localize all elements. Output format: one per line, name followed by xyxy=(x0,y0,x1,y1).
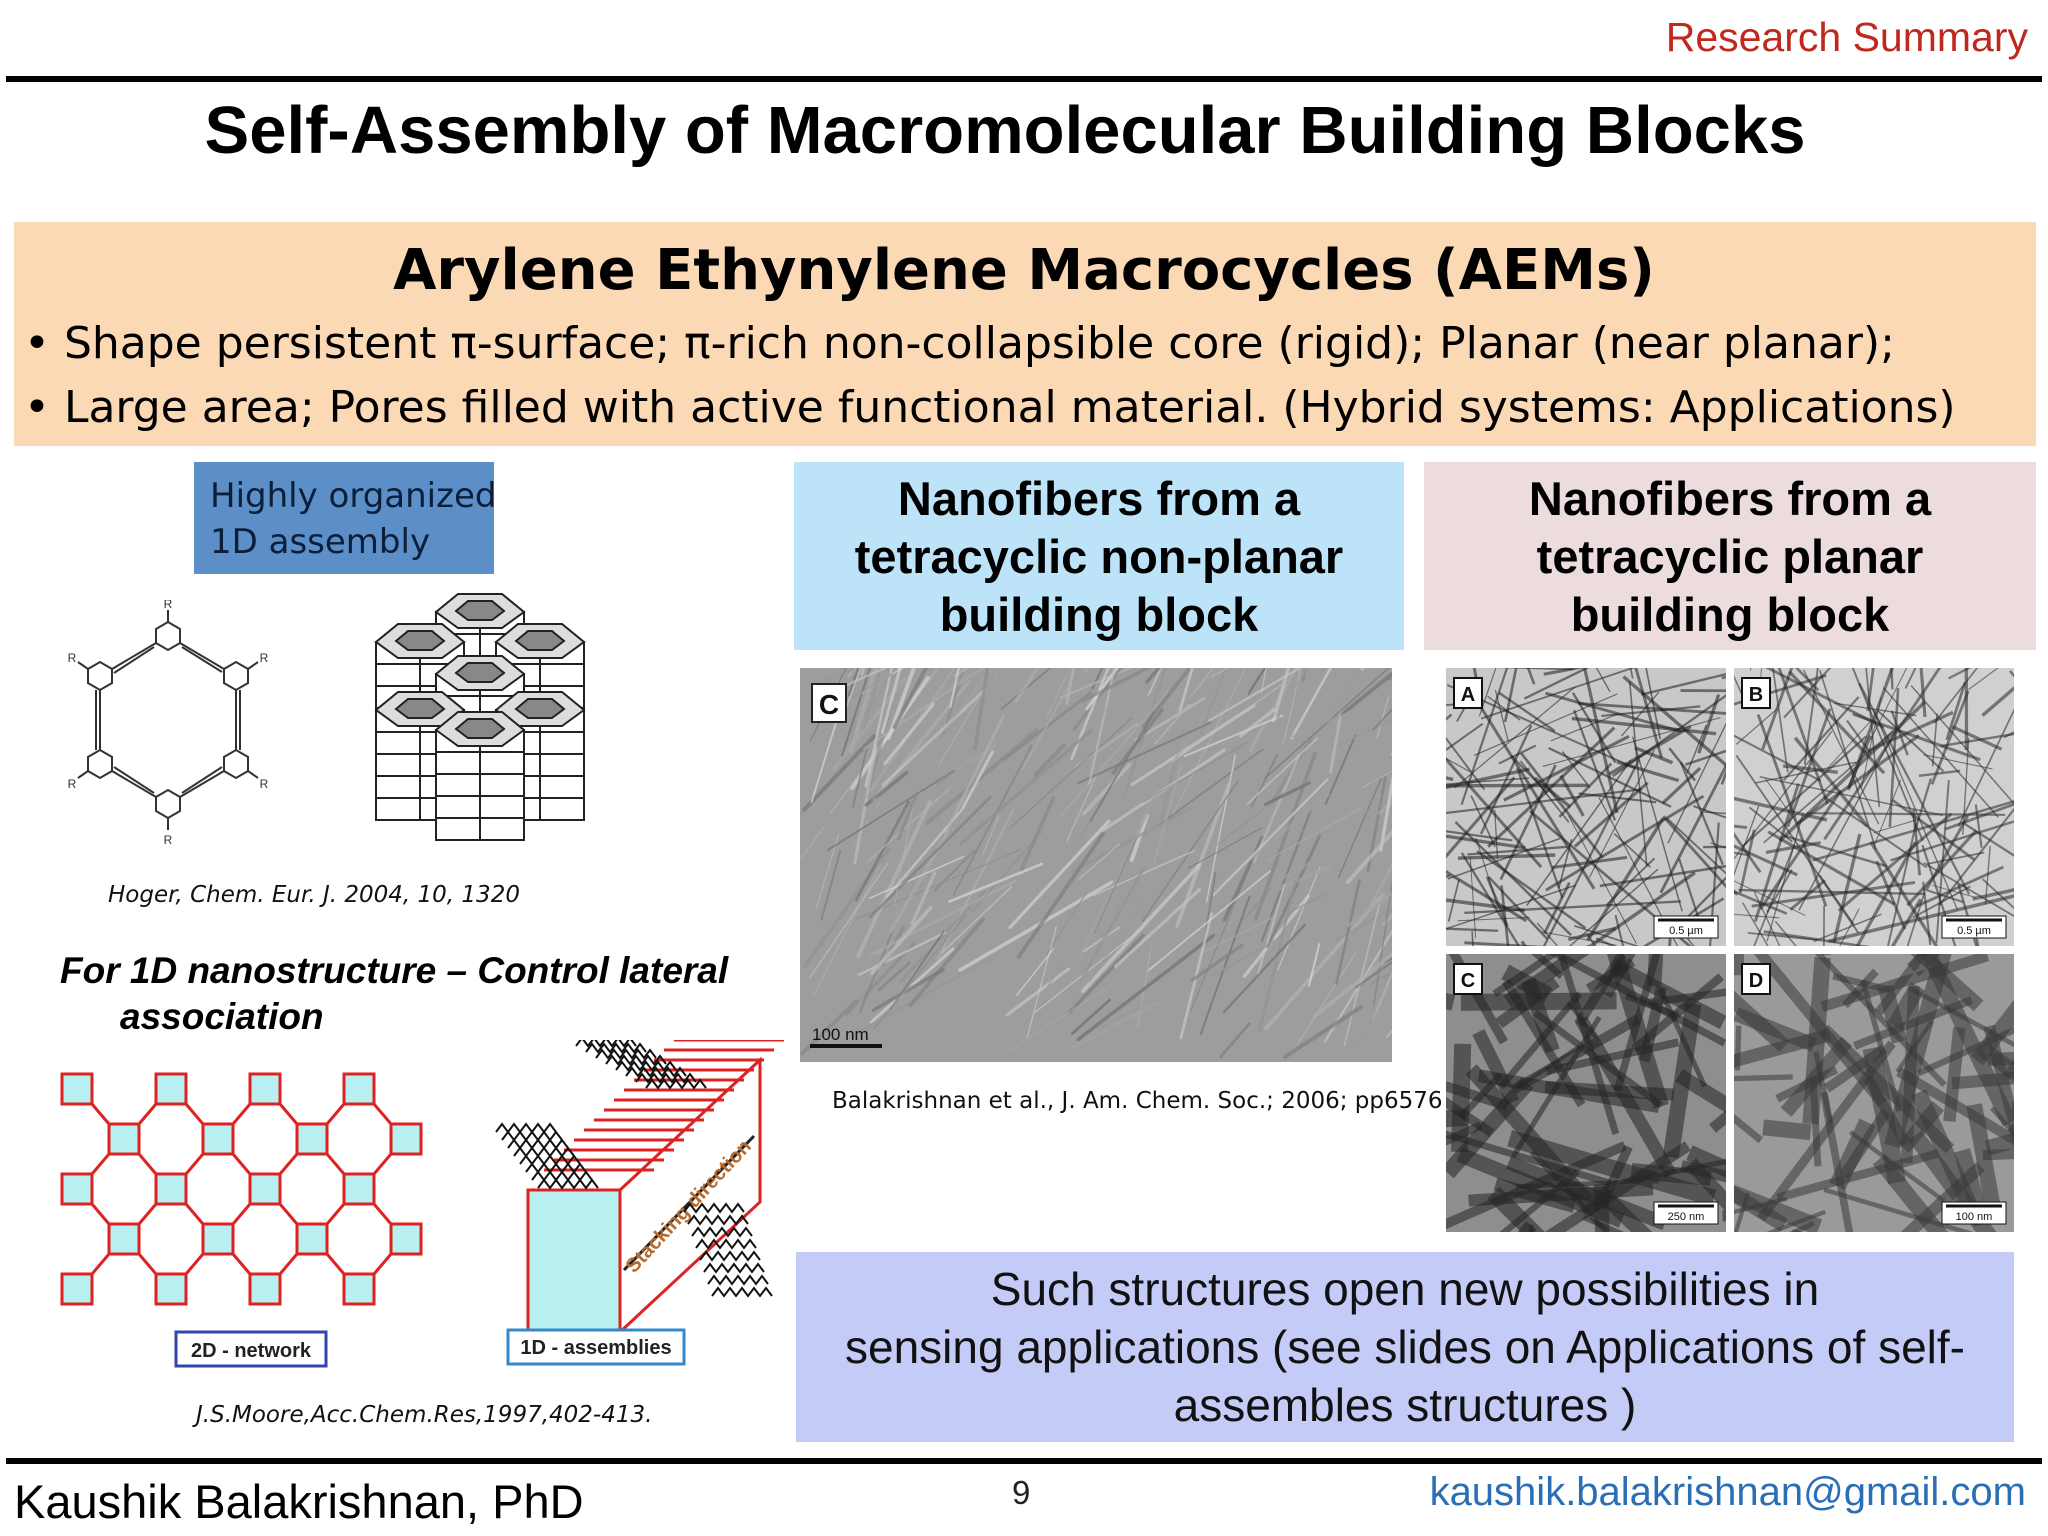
citation-balakrishnan: Balakrishnan et al., J. Am. Chem. Soc.; … xyxy=(832,1088,1443,1114)
planar-micrograph-a: A 0.5 µm xyxy=(1446,668,1726,946)
planar-micrograph-d: D 100 nm xyxy=(1734,954,2014,1232)
planar-heading: Nanofibers from a tetracyclic planar bui… xyxy=(1424,470,2036,644)
aem-heading: Arylene Ethynylene Macrocycles (AEMs) xyxy=(393,238,1655,303)
planar-micrograph-c: C 250 nm xyxy=(1446,954,1726,1232)
slide-title: Self-Assembly of Macromolecular Building… xyxy=(204,93,1806,168)
aem-bullet: • Large area; Pores filled with active f… xyxy=(24,382,1956,433)
applications-text-line: Such structures open new possibilities i… xyxy=(990,1263,1820,1315)
lateral-association-heading: association xyxy=(120,996,324,1037)
micrograph-scale-label: 0.5 µm xyxy=(1669,925,1703,937)
nonplanar-heading-box xyxy=(794,462,1404,650)
citation-hoger: Hoger, Chem. Eur. J. 2004, 10, 1320 xyxy=(108,882,520,908)
planar-heading-line: building block xyxy=(1570,588,1890,641)
micrograph-panel-label: A xyxy=(1461,684,1475,706)
assembly-label: 1D - assemblies xyxy=(520,1337,671,1359)
assembly-tag-line: Highly organized xyxy=(210,476,497,516)
one-d-assembly-diagram: Stacking direction 1D - assemblies xyxy=(495,1040,784,1366)
nonplanar-heading-line: building block xyxy=(939,588,1259,641)
section-label: Research Summary xyxy=(1665,14,2028,60)
nonplanar-heading: Nanofibers from a tetracyclic non-planar… xyxy=(794,470,1404,644)
network-label: 2D - network xyxy=(191,1340,312,1362)
aem-bullet: • Shape persistent π-surface; π-rich non… xyxy=(24,318,1895,369)
micrograph-scale-label: 100 nm xyxy=(1956,1211,1993,1223)
nonplanar-fiber-micrograph: C 100 nm xyxy=(800,668,1392,1062)
assembly-tag-line: 1D assembly xyxy=(210,522,431,562)
top-rule xyxy=(6,76,2042,82)
substituent-label: R xyxy=(68,651,77,665)
substituent-label: R xyxy=(260,777,269,791)
two-d-network-diagram: 2D - network xyxy=(60,1072,423,1368)
stacked-hexagon-columns xyxy=(375,593,585,841)
citation-moore: J.S.Moore,Acc.Chem.Res,1997,402-413. xyxy=(196,1402,653,1428)
nonplanar-heading-line: Nanofibers from a xyxy=(897,472,1301,525)
micrograph-scale-label: 100 nm xyxy=(812,1025,869,1044)
assembly-tag-box xyxy=(194,462,494,574)
applications-text-line: sensing applications (see slides on Appl… xyxy=(845,1321,1965,1373)
aem-summary-box xyxy=(14,222,2036,446)
micrograph-scale-label: 0.5 µm xyxy=(1957,925,1991,937)
lateral-association-heading: For 1D nanostructure – Control lateral xyxy=(60,950,729,991)
macrocycle-structure: R R R R R R xyxy=(68,600,269,847)
page-number: 9 xyxy=(1012,1474,1031,1511)
micrograph-panel-label: C xyxy=(819,689,839,720)
substituent-label: R xyxy=(164,600,173,611)
substituent-label: R xyxy=(68,777,77,791)
substituent-label: R xyxy=(260,651,269,665)
nonplanar-heading-line: tetracyclic non-planar xyxy=(854,530,1344,583)
footer-email-link[interactable]: kaushik.balakrishnan@gmail.com xyxy=(1429,1470,2026,1514)
footer-author: Kaushik Balakrishnan, PhD xyxy=(14,1475,584,1528)
substituent-label: R xyxy=(164,833,173,847)
planar-heading-box xyxy=(1424,462,2036,650)
micrograph-panel-label: C xyxy=(1461,970,1475,992)
micrograph-scale-label: 250 nm xyxy=(1668,1211,1705,1223)
planar-heading-line: tetracyclic planar xyxy=(1536,530,1924,583)
micrograph-panel-label: B xyxy=(1749,684,1763,706)
applications-box xyxy=(796,1252,2014,1442)
planar-micrograph-b: B 0.5 µm xyxy=(1734,668,2014,946)
applications-text-line: assembles structures ) xyxy=(1173,1379,1637,1431)
micrograph-panel-label: D xyxy=(1749,970,1763,992)
planar-heading-line: Nanofibers from a xyxy=(1528,472,1932,525)
bottom-rule xyxy=(6,1458,2042,1464)
